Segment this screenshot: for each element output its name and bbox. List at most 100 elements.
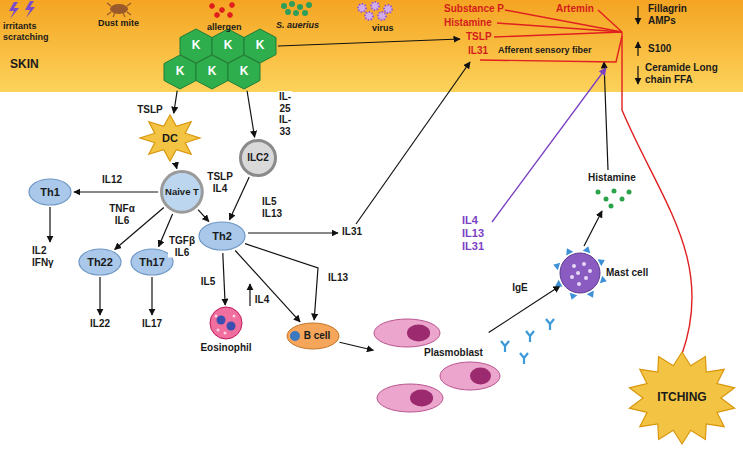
node-label: SKIN — [10, 58, 39, 72]
connector-arrow — [247, 91, 255, 138]
virus-symbol — [365, 12, 373, 20]
node-label: Th2 — [212, 230, 232, 243]
increase-arrow — [637, 42, 638, 56]
arrow — [49, 207, 50, 242]
plasmoblast-part — [470, 368, 491, 385]
allergen-symbol — [214, 12, 220, 18]
text-label: Fillagrin AMPs — [648, 3, 687, 27]
virus-symbol — [384, 5, 392, 13]
edge-label: IgE — [511, 282, 529, 294]
mast-cell-part — [553, 263, 560, 271]
node-label: Th17 — [139, 256, 165, 269]
purple-arrow — [492, 68, 606, 222]
edge-label: TSLP — [136, 104, 164, 116]
edge-label: IL4 — [254, 294, 270, 306]
arrow — [278, 39, 460, 46]
eosinophil: Eosinophil — [194, 306, 258, 364]
keratinocyte: K — [228, 55, 260, 89]
mast-cell-part — [582, 262, 586, 266]
connector-arrow — [235, 251, 300, 322]
node-label: K — [224, 39, 233, 53]
itch-lines — [480, 10, 692, 354]
virus-symbol — [358, 4, 366, 12]
th-cell: Th22 — [78, 248, 122, 276]
eosinophil-outline — [194, 306, 258, 364]
mast-cell-part — [570, 275, 574, 279]
mast-cell-part — [560, 253, 600, 293]
itching-burst-part — [629, 352, 734, 444]
b-cell-part — [287, 323, 339, 349]
connector-arrow — [340, 342, 374, 350]
text-label: IL17 — [142, 318, 162, 330]
mast-cell-part — [576, 271, 580, 275]
connector-arrow — [245, 244, 318, 320]
eosinophil-part — [217, 329, 220, 332]
keratinocyte-part — [228, 55, 260, 89]
mast-cell-part — [588, 269, 592, 273]
keratinocyte-part — [164, 55, 196, 89]
text-label: Ceramide Long chain FFA — [645, 62, 737, 86]
plasmoblast-part — [377, 384, 443, 412]
decrease-arrow — [637, 6, 638, 24]
dust-mite-symbol — [110, 4, 128, 14]
text-label: IL5 IL13 — [262, 196, 282, 220]
node-label: Mast cell — [606, 267, 648, 279]
arrow — [356, 62, 470, 224]
text-label: allergen — [207, 22, 242, 33]
ige-symbol — [546, 319, 554, 330]
text-label: IL22 — [90, 318, 110, 330]
virus-symbol — [371, 2, 379, 10]
mast-cell: Mast cell — [556, 248, 656, 298]
naive-t-cell-part — [162, 172, 203, 213]
node-label: Plasmoblast — [424, 347, 483, 359]
node-label: Eosinophil — [194, 342, 258, 354]
plasmoblast-part — [407, 325, 430, 342]
allergen-symbol — [227, 12, 233, 18]
text-label: S. auerius — [276, 20, 319, 31]
node-label: DC — [162, 132, 178, 145]
text-label: IL2 IFNγ — [32, 245, 54, 269]
th-cell: Th1 — [28, 178, 72, 206]
node-label: K — [192, 39, 201, 53]
node-label: Naive T — [165, 187, 199, 198]
mast-cell-part — [572, 264, 576, 268]
text-label: Histamine — [444, 17, 492, 29]
arrow — [248, 232, 338, 233]
naive-t-cell: Naive T — [160, 170, 204, 214]
mast-cell-part — [570, 293, 578, 300]
text-label: irritants scratching — [3, 21, 49, 43]
text-label: IL4 IL13 IL31 — [462, 214, 484, 254]
layout-arrows — [50, 6, 638, 315]
text-label: Dust mite — [98, 18, 139, 29]
text-label: Artemin — [556, 3, 594, 15]
eosinophil-part — [224, 332, 227, 335]
arrow — [249, 284, 250, 306]
text-label: Histamine — [588, 172, 636, 184]
node-label: Th22 — [87, 256, 113, 269]
allergen-symbol — [229, 2, 235, 8]
th-cell-part — [79, 249, 121, 275]
eosinophil-part — [227, 322, 236, 331]
dendritic-cell: DC — [140, 115, 200, 161]
edge-label: IL12 — [101, 174, 123, 186]
plasmoblast-part — [374, 319, 440, 347]
allergen-symbol — [219, 7, 225, 13]
text-label: Afferent sensory fiber — [498, 45, 592, 56]
edge-label: IL13 — [327, 272, 349, 284]
node-label: ITCHING — [657, 391, 706, 405]
allergen-symbol — [209, 3, 215, 9]
histamine-dots — [596, 189, 632, 209]
eosinophil-part — [217, 316, 226, 325]
node-label: K — [208, 65, 217, 79]
connector-arrow — [175, 163, 176, 169]
eosinophil-part — [233, 315, 236, 318]
arrow — [151, 277, 152, 315]
edge-label: TSLP IL4 — [206, 171, 233, 194]
connector-arrow — [74, 191, 158, 192]
lightning-symbol — [25, 1, 35, 18]
edge-label: IL-25 IL-33 — [278, 91, 292, 137]
lightning-symbol — [9, 2, 19, 19]
ige-symbol — [520, 353, 528, 364]
